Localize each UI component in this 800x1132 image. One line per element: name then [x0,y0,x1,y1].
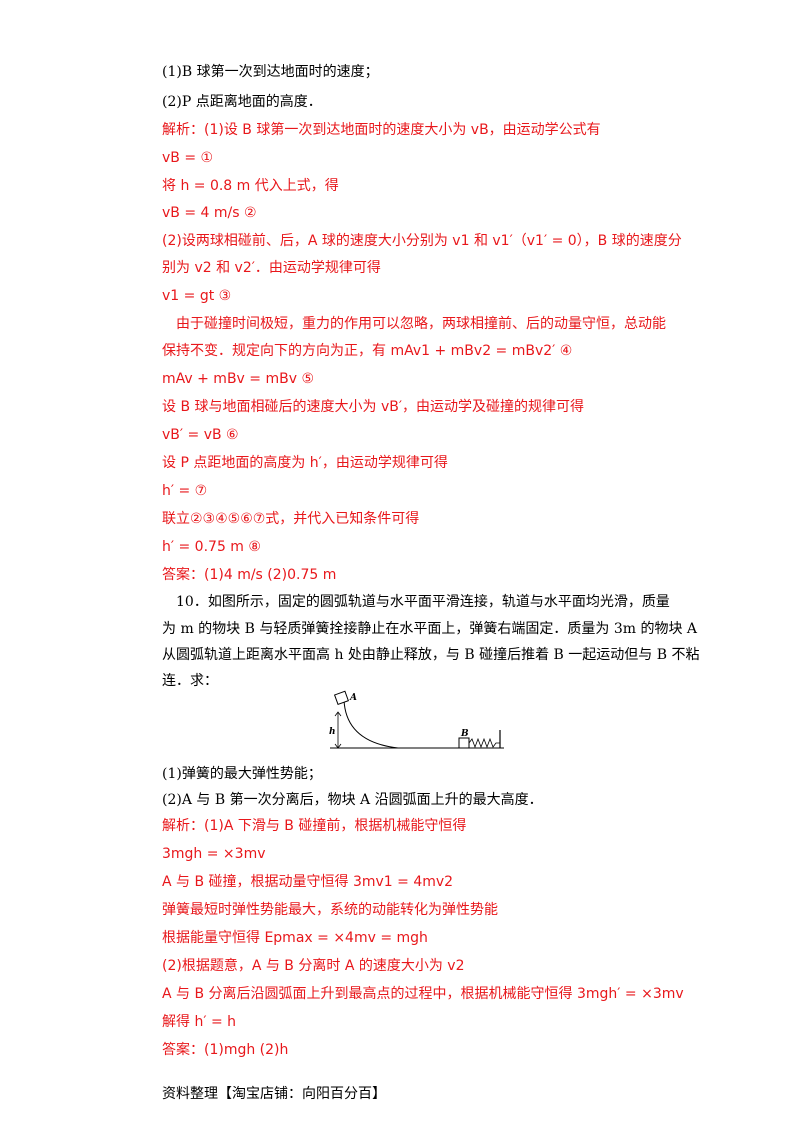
problem10-q1: (1)弹簧的最大弹性势能； [162,766,322,782]
problem9-solution-line: 别为 v2 和 v2′．由运动学规律可得 [162,260,381,276]
problem9-q2: (2)P 点距离地面的高度． [162,94,322,110]
problem9-solution-line: 保持不变．规定向下的方向为正，有 mAv1 + mBv2 = mBv2′ ④ [162,343,573,359]
problem10-solution-line: 解析：(1)A 下滑与 B 碰撞前，根据机械能守恒得 [162,818,467,834]
problem10-solution-line: (2)根据题意，A 与 B 分离时 A 的速度大小为 v2 [162,958,465,974]
problem10-solution-line: 弹簧最短时弹性势能最大，系统的动能转化为弹性势能 [162,902,498,918]
problem10-stem-line: 为 m 的物块 B 与轻质弹簧拴接静止在水平面上，弹簧右端固定．质量为 3m 的… [162,621,698,637]
problem9-solution-line: 设 B 球与地面相碰后的速度大小为 vB′，由运动学及碰撞的规律可得 [162,399,585,415]
problem9-solution-line: h′ = ⑦ [162,483,208,499]
page-footer: 资料整理【淘宝店铺：向阳百分百】 [162,1086,386,1102]
problem10-answer: 答案：(1)mgh (2)h [162,1042,289,1058]
problem9-solution-line: 设 P 点距地面的高度为 h′，由运动学规律可得 [162,455,448,471]
problem9-solution-line: mAv + mBv = mBv ⑤ [162,371,314,387]
problem9-solution-line: 联立②③④⑤⑥⑦式，并代入已知条件可得 [162,511,420,527]
label-a: A [349,693,357,703]
problem10-solution-line: 根据能量守恒得 Epmax = ×4mv = mgh [162,930,428,946]
label-h: h [329,727,336,737]
problem9-solution-line: vB′ = vB ⑥ [162,427,239,443]
problem10-solution-line: 解得 h′ = h [162,1014,237,1030]
problem10-solution-line: 3mgh = ×3mv [162,846,266,862]
problem9-solution-line: h′ = 0.75 m ⑧ [162,539,261,555]
problem9-solution-line: v1 = gt ③ [162,288,232,304]
problem10-stem-line: 从圆弧轨道上距离水平面高 h 处由静止释放，与 B 碰撞后推着 B 一起运动但与… [162,647,700,663]
problem9-solution-line: vB = ① [162,150,214,166]
problem9-answer: 答案：(1)4 m/s (2)0.75 m [162,567,337,583]
track-spring-figure: A h B [329,690,504,749]
problem10-solution-line: A 与 B 分离后沿圆弧面上升到最高点的过程中，根据机械能守恒得 3mgh′ =… [162,986,684,1002]
arc-track [343,699,399,749]
problem9-solution-line: (2)设两球相碰前、后，A 球的速度大小分别为 v1 和 v1′（v1′ = 0… [162,233,682,249]
height-arrow-bottom [334,743,342,749]
problem10-solution-line: A 与 B 碰撞，根据动量守恒得 3mv1 = 4mv2 [162,874,454,890]
problem10-stem-line: 连．求： [162,673,218,689]
problem9-solution-line: 由于碰撞时间极短，重力的作用可以忽略，两球相撞前、后的动量守恒，总动能 [176,316,666,332]
label-b: B [460,729,469,739]
block-b [458,737,470,749]
block-a [333,690,349,706]
spring [468,737,500,749]
problem10-stem-line: 10．如图所示，固定的圆弧轨道与水平面平滑连接，轨道与水平面均光滑，质量 [176,594,670,610]
problem9-solution-line: 解析：(1)设 B 球第一次到达地面时的速度大小为 vB，由运动学公式有 [162,122,601,138]
problem9-q1: (1)B 球第一次到达地面时的速度； [162,64,379,80]
problem10-q2: (2)A 与 B 第一次分离后，物块 A 沿圆弧面上升的最大高度． [162,792,543,808]
problem9-solution-line: 将 h = 0.8 m 代入上式，得 [162,178,339,194]
height-arrow-top [334,711,342,717]
problem9-solution-line: vB = 4 m/s ② [162,205,257,221]
